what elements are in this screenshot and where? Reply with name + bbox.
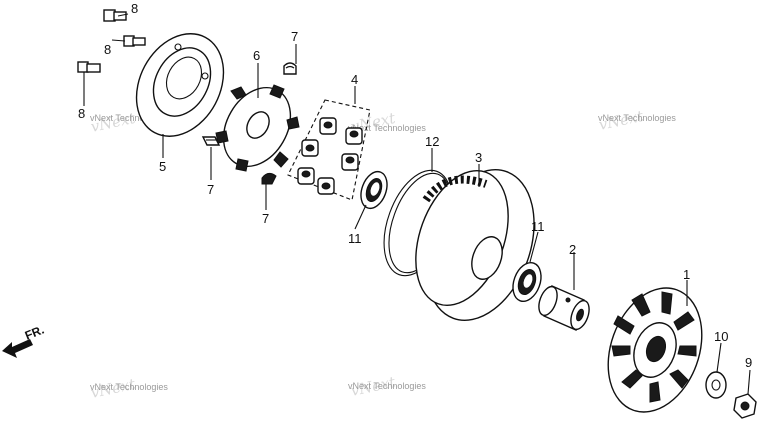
callout-7-top: 7: [291, 29, 298, 44]
callout-12: 12: [425, 134, 439, 149]
svg-text:vNext Technologies: vNext Technologies: [90, 382, 168, 392]
callout-3: 3: [475, 150, 482, 165]
callout-6: 6: [253, 48, 260, 63]
svg-text:vNext Technologies: vNext Technologies: [348, 381, 426, 391]
fan-pulley-part-1: [607, 287, 703, 413]
callout-9: 9: [745, 355, 752, 370]
callout-7-bottom: 7: [262, 211, 269, 226]
slider-part-7-left: [201, 136, 221, 146]
bolt-part-8-middle: [123, 35, 146, 47]
svg-text:vNext Technologies: vNext Technologies: [598, 113, 676, 123]
callout-7-left: 7: [207, 182, 214, 197]
callout-11-left: 11: [348, 231, 362, 246]
callout-11-right: 11: [531, 219, 545, 234]
front-label: FR.: [23, 323, 46, 343]
callout-8-top: 8: [131, 1, 138, 16]
collar-part-2: [538, 285, 590, 331]
callout-2: 2: [569, 242, 576, 257]
drive-face-part-3: [415, 169, 535, 321]
oil-seal-part-11-left: [360, 170, 388, 210]
slider-part-7-top: [283, 62, 297, 75]
watermark-4: vNext vNext Technologies: [89, 375, 168, 402]
oil-seal-part-11-right: [512, 261, 542, 303]
callout-8-left: 8: [78, 106, 85, 121]
watermark-5: vNext vNext Technologies: [348, 373, 426, 400]
callout-4: 4: [351, 72, 358, 87]
svg-text:vNext Technologies: vNext Technologies: [90, 113, 168, 123]
bolt-part-8-left: [77, 61, 101, 73]
slider-part-7-bottom: [261, 172, 277, 185]
cover-plate-part-5: [135, 33, 225, 137]
ramp-plate-part-6: [215, 84, 300, 172]
leader-lines: [83, 13, 751, 395]
callout-10: 10: [714, 329, 728, 344]
watermark-3: vNext vNext Technologies: [597, 107, 676, 134]
nut-part-9: [733, 393, 757, 419]
front-arrow-icon: [2, 339, 33, 358]
svg-text:vNext Technologies: vNext Technologies: [348, 123, 426, 133]
callout-5: 5: [159, 159, 166, 174]
callout-1: 1: [683, 267, 690, 282]
callout-8-middle: 8: [104, 42, 111, 57]
weight-rollers-part-4: [287, 99, 371, 201]
front-direction-indicator: FR.: [2, 323, 46, 358]
watermark-1: vNext vNext Technologies: [89, 109, 168, 136]
washer-part-10: [705, 371, 727, 399]
